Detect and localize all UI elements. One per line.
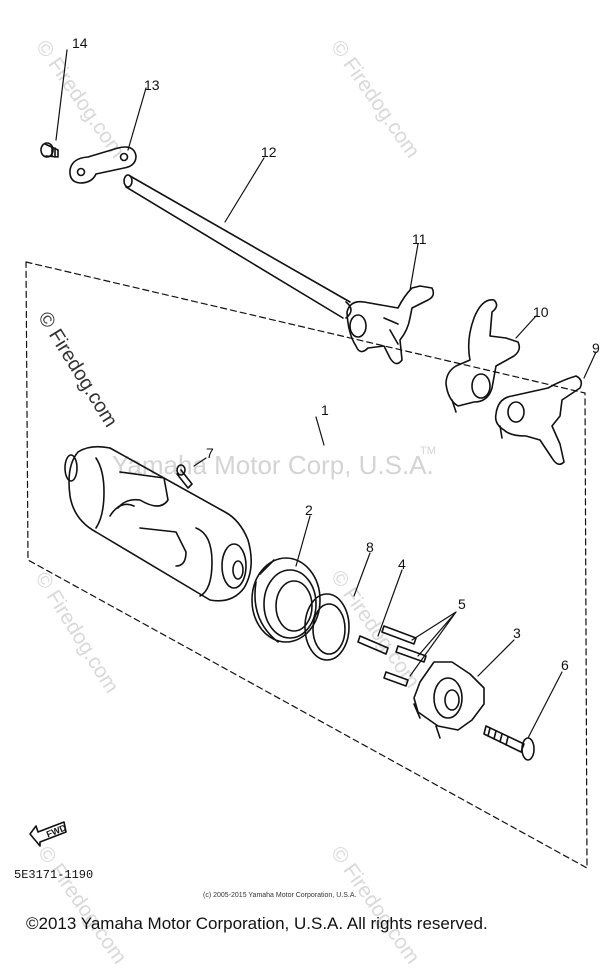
callout-4: 4 [398,556,406,572]
callout-13: 13 [144,77,160,93]
segment-part [413,661,485,739]
exploded-view-drawing [25,49,597,869]
shift-shaft [123,174,352,319]
callout-9: 9 [592,340,600,356]
callout-7: 7 [206,445,214,461]
bolt-part [40,142,59,158]
bearing-part [251,557,321,643]
circlip-part [304,593,350,661]
shift-fork-10 [445,299,521,413]
callout-14: 14 [72,35,88,51]
footer-copyright: ©2013 Yamaha Motor Corporation, U.S.A. A… [26,914,488,933]
callout-3: 3 [513,625,521,641]
tm-mark: TM [420,445,436,457]
leader-lines [55,49,597,739]
part-code: 5E3171-1190 [14,868,94,882]
callout-11: 11 [412,231,427,247]
plate-part [69,146,137,184]
callout-12: 12 [261,144,277,160]
screw-part [483,725,535,761]
assembly-outline [25,261,588,869]
callout-8: 8 [366,539,374,555]
dowel-pins [357,625,427,687]
fwd-arrow [29,821,67,847]
callout-6: 6 [561,657,569,673]
shift-drum [64,445,252,602]
parts-diagram: Yamaha Motor Corp, U.S.A. TM © Firedog.c… [14,35,600,968]
shift-fork-9 [494,375,583,466]
callout-2: 2 [305,502,313,518]
pin-part [176,464,193,489]
callout-10: 10 [533,304,549,320]
shift-fork-11 [346,285,435,365]
callout-1: 1 [321,402,329,418]
yamaha-watermark: Yamaha Motor Corp, U.S.A. [112,450,434,480]
callout-5: 5 [458,596,466,612]
small-copyright: (c) 2005-2015 Yamaha Motor Corporation, … [203,892,357,899]
